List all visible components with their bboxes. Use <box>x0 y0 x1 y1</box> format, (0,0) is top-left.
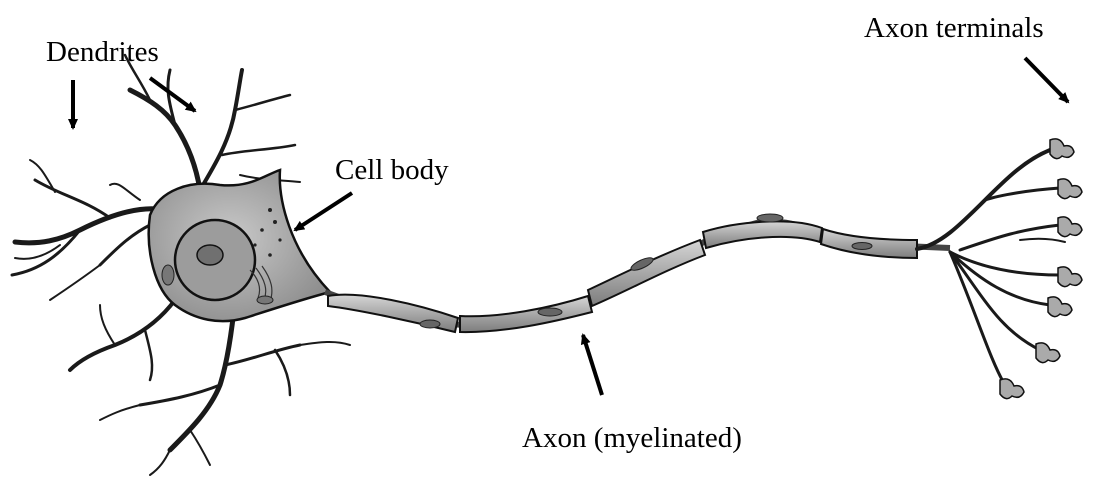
terminal-branch <box>917 150 1050 249</box>
bouton <box>1036 343 1060 363</box>
nucleolus <box>197 245 223 265</box>
cell-body <box>149 170 330 321</box>
dendrite-branch <box>300 342 350 345</box>
dendrite-branch <box>200 70 242 190</box>
dendrite-branch <box>30 160 55 192</box>
axon-terminals-label: Axon terminals <box>864 14 1044 43</box>
bouton <box>1048 297 1072 317</box>
axon <box>325 214 950 332</box>
terminal-branch <box>950 252 1060 275</box>
terminal-branch <box>950 252 1005 385</box>
dendrite-branch <box>225 345 300 365</box>
bouton <box>1000 379 1024 399</box>
terminal-branch <box>1020 239 1065 242</box>
myelin-sheath <box>328 221 917 332</box>
dendrite-branch <box>275 350 290 395</box>
dendrite-branch <box>140 385 220 405</box>
bouton <box>1050 139 1074 159</box>
cell-body-label: Cell body <box>335 156 449 185</box>
axon-label: Axon (myelinated) <box>522 424 742 453</box>
dendrite-branch <box>15 209 165 243</box>
myelin-segment <box>460 296 592 332</box>
dendrite-branch <box>170 300 235 450</box>
dendrite-branch <box>70 300 175 370</box>
axon-terminals-arrow <box>1025 58 1068 102</box>
dendrite-branch <box>100 405 140 420</box>
dendrite-branch <box>150 450 170 475</box>
bouton <box>1058 179 1082 199</box>
dendrites-label: Dendrites <box>46 38 159 67</box>
bouton <box>1058 267 1082 287</box>
myelin-segment <box>588 240 705 306</box>
axon-terminals <box>917 139 1082 399</box>
cell-body-arrow <box>295 193 352 230</box>
dendrite-branch <box>222 145 295 155</box>
dendrite-branch <box>110 184 140 200</box>
axon-arrow <box>583 335 602 395</box>
dendrite-branch <box>50 265 100 300</box>
dendrite-branch <box>100 225 150 265</box>
dendrite-branch <box>35 180 110 218</box>
terminal-boutons <box>1000 139 1082 399</box>
bouton <box>1058 217 1082 237</box>
dendrite-branch <box>145 330 152 380</box>
myelin-segment <box>703 221 822 248</box>
terminal-branch <box>960 225 1060 250</box>
dendrite-branch <box>190 430 210 465</box>
dendrite-branch <box>235 95 290 110</box>
dendrite-branch <box>100 305 115 345</box>
